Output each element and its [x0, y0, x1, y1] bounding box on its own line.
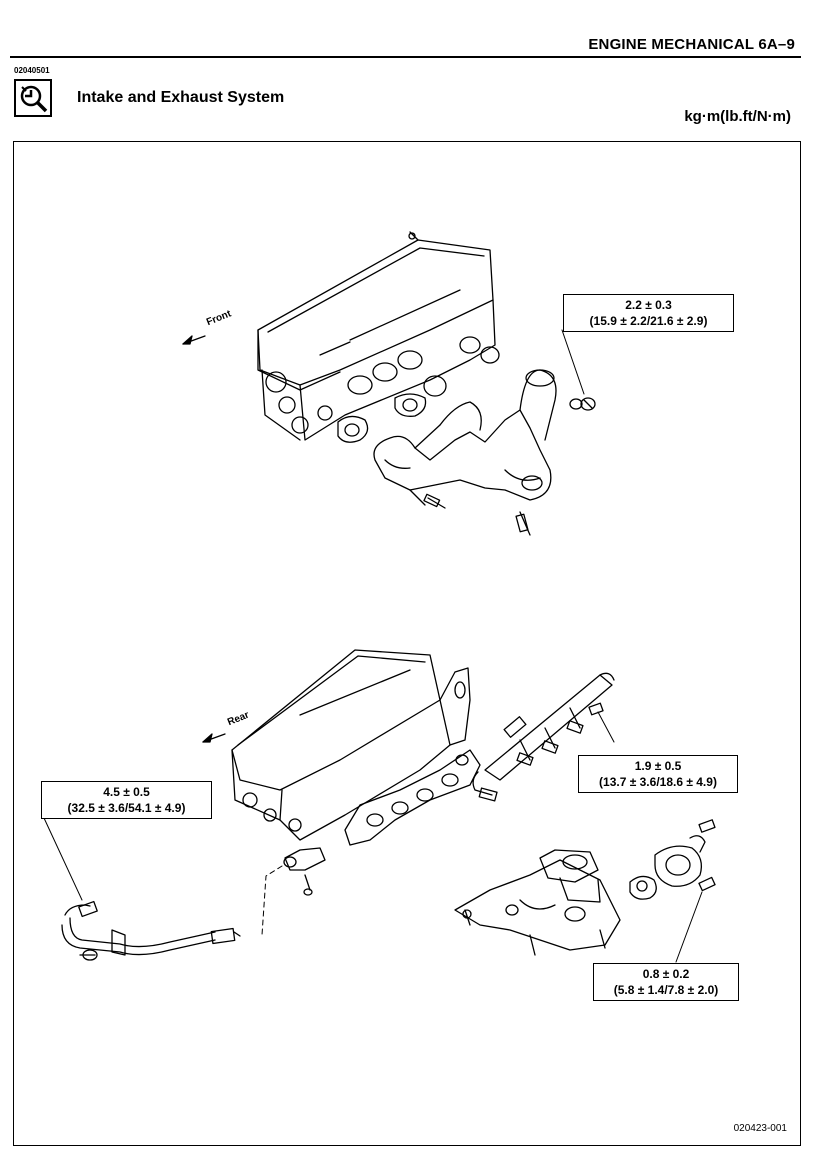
torque-callout-manifold-nut: 2.2 ± 0.3 (15.9 ± 2.2/21.6 ± 2.9) — [563, 294, 734, 332]
torque-conversion: (5.8 ± 1.4/7.8 ± 2.0) — [613, 983, 719, 997]
torque-value: 4.5 ± 0.5 — [103, 785, 150, 799]
manifold-nut-washer — [569, 397, 596, 411]
intake-gasket — [344, 749, 481, 846]
egr-valve — [654, 819, 716, 892]
torque-value: 2.2 ± 0.3 — [625, 298, 672, 312]
torque-conversion: (15.9 ± 2.2/21.6 ± 2.9) — [589, 314, 708, 328]
torque-conversion: (13.7 ± 3.6/18.6 ± 4.9) — [599, 775, 717, 789]
lower-cylinder-head — [231, 649, 471, 841]
torque-units: kg·m(lb.ft/N·m) — [684, 108, 791, 125]
torque-callout-fuel-rail: 1.9 ± 0.5 (13.7 ± 3.6/18.6 ± 4.9) — [578, 755, 738, 793]
exhaust-ports — [347, 336, 500, 397]
diagram-frame — [13, 141, 801, 1146]
torque-value: 1.9 ± 0.5 — [634, 759, 682, 773]
fuel-rail — [472, 672, 615, 802]
wrench-torque-icon — [14, 79, 52, 117]
page-header-title: ENGINE MECHANICAL 6A–9 — [588, 36, 795, 53]
document-code: 02040501 — [14, 66, 50, 75]
water-bypass-pipe — [61, 900, 241, 961]
rear-arrow — [202, 733, 226, 743]
torque-callout-egr-valve: 0.8 ± 0.2 (5.8 ± 1.4/7.8 ± 2.0) — [593, 963, 739, 1001]
torque-value: 0.8 ± 0.2 — [642, 967, 690, 981]
egr-gasket — [629, 875, 657, 900]
upper-cylinder-head — [257, 231, 496, 441]
figure-id: 020423-001 — [733, 1123, 787, 1134]
header-rule — [10, 56, 801, 58]
exhaust-manifold — [373, 369, 557, 536]
torque-conversion: (32.5 ± 3.6/54.1 ± 4.9) — [67, 801, 186, 815]
front-arrow — [182, 335, 206, 345]
intake-manifold — [454, 849, 621, 956]
section-title: Intake and Exhaust System — [77, 89, 285, 106]
manifold-gaskets — [337, 393, 427, 443]
coolant-pipe-bracket — [283, 847, 326, 896]
torque-callout-bypass-pipe: 4.5 ± 0.5 (32.5 ± 3.6/54.1 ± 4.9) — [41, 781, 212, 819]
